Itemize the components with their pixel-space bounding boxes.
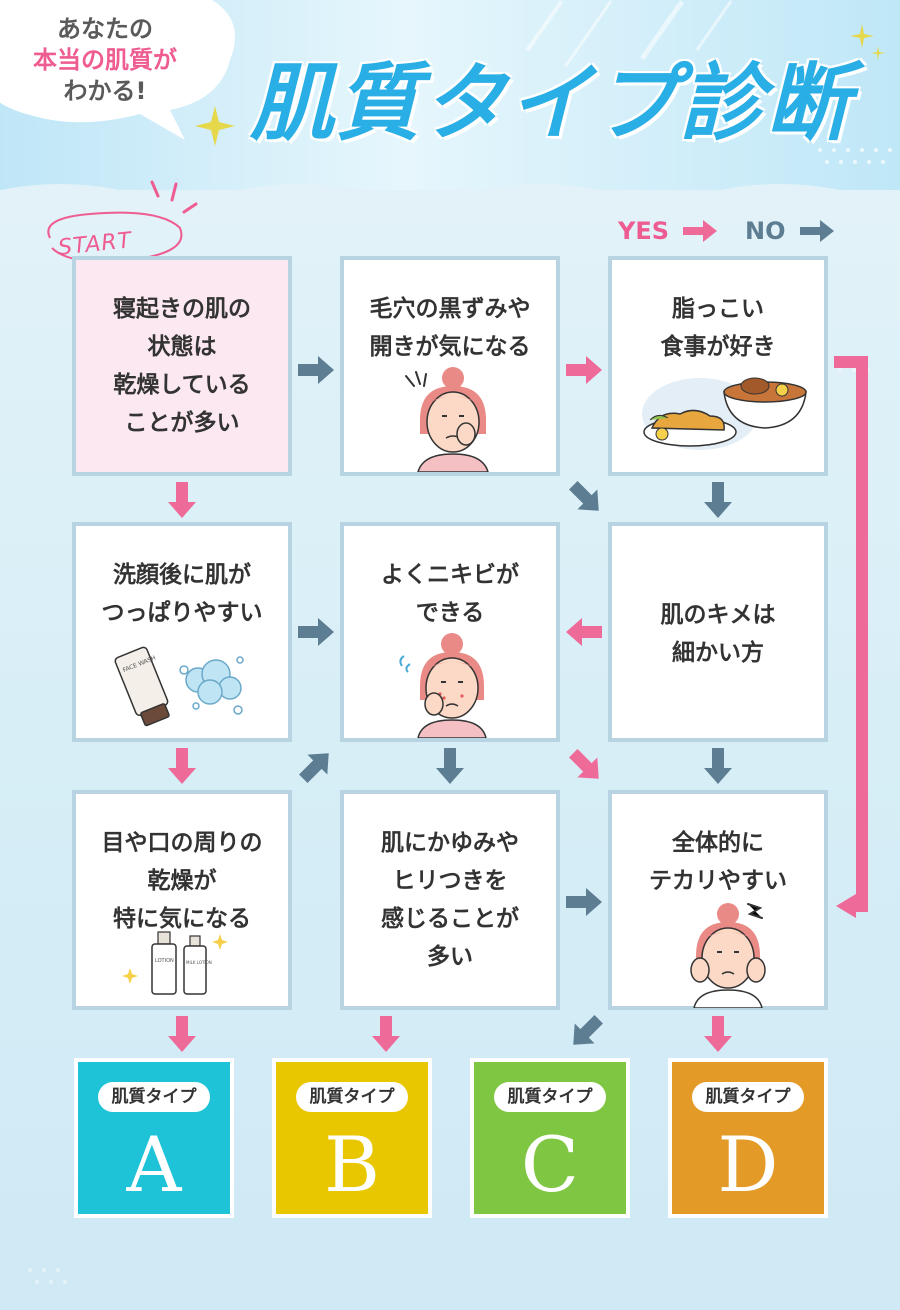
arrow-q1-to-q2 xyxy=(298,356,334,384)
bubble-line-2: 本当の肌質が xyxy=(33,46,177,74)
no-arrow-icon xyxy=(799,220,834,242)
arrow-q2-to-q3 xyxy=(566,356,602,384)
question-text-3: 脂っこい 食事が好き xyxy=(660,296,776,360)
arrow-q8-to-b xyxy=(372,1016,400,1052)
lotion-bottles-icon: LOTION MILK LOTION xyxy=(122,931,228,995)
bottle1-label: LOTION xyxy=(155,958,174,964)
question-text-2: 毛穴の黒ずみや 開きが気になる xyxy=(369,296,531,360)
arrow-q3-to-q6 xyxy=(704,482,732,518)
result-type-d: 肌質タイプ D xyxy=(668,1058,828,1218)
result-type-a: 肌質タイプ A xyxy=(74,1058,234,1218)
result-pill-c: 肌質タイプ xyxy=(494,1082,606,1112)
question-box-7: 目や口の周りの 乾燥が 特に気になる xyxy=(72,790,292,1010)
page-title: 肌質タイプ診断 xyxy=(250,54,853,152)
arrow-q3-to-q9-head xyxy=(836,894,856,918)
arrow-q7-to-a xyxy=(168,1016,196,1052)
greasy-food-icon xyxy=(642,377,807,450)
arrow-q4-to-q7 xyxy=(168,748,196,784)
result-letter-a: A xyxy=(126,1120,182,1209)
arrow-q9-to-c xyxy=(563,1009,609,1055)
question-box-6: 肌のキメは 細かい方 xyxy=(608,522,828,742)
result-pill-a: 肌質タイプ xyxy=(98,1082,210,1112)
arrow-q9-to-d xyxy=(704,1016,732,1052)
face-wash-icon: FACE WASH xyxy=(114,646,244,727)
legend-yes-label: YES xyxy=(618,217,670,245)
arrow-q4-to-q5 xyxy=(298,618,334,646)
bubble-line-3: わかる! xyxy=(63,77,147,105)
acne-woman-icon xyxy=(399,633,487,738)
worried-woman-icon xyxy=(405,367,489,472)
speech-bubble xyxy=(0,0,235,140)
question-box-8: 肌にかゆみや ヒリつきを 感じることが 多い xyxy=(340,790,560,1010)
sparkle-icon xyxy=(195,24,885,146)
arrow-q5-to-q8 xyxy=(436,748,464,784)
arrow-q8-to-q9 xyxy=(566,888,602,916)
result-letter-d: D xyxy=(717,1120,779,1209)
result-type-b: 肌質タイプ B xyxy=(272,1058,432,1218)
question-text-1: 寝起きの肌の 状態は 乾燥している ことが多い xyxy=(113,296,251,436)
arrow-q6-to-q9 xyxy=(704,748,732,784)
result-letter-b: B xyxy=(324,1120,380,1209)
arrow-q6-to-q5 xyxy=(566,618,602,646)
question-box-1: 寝起きの肌の 状態は 乾燥している ことが多い xyxy=(72,256,292,476)
question-text-7: 目や口の周りの 乾燥が 特に気になる xyxy=(101,830,263,932)
bottle2-label: MILK LOTION xyxy=(186,960,212,965)
arrow-q5-to-q9 xyxy=(563,743,609,789)
legend-yes: YES xyxy=(618,216,718,246)
arrow-q3-to-q9-line xyxy=(834,356,868,912)
question-text-4: 洗顔後に肌が つっぱりやすい xyxy=(101,562,263,626)
question-text-6: 肌のキメは 細かい方 xyxy=(660,602,776,666)
legend-no-label: NO xyxy=(745,217,786,245)
result-type-c: 肌質タイプ C xyxy=(470,1058,630,1218)
question-text-9: 全体的に テカリやすい xyxy=(649,830,787,894)
yes-arrow-icon xyxy=(683,220,718,242)
arrow-q7-to-q5 xyxy=(293,743,339,789)
bubble-text: あなたの 本当の肌質が わかる! xyxy=(20,14,190,107)
question-box-4: 洗顔後に肌が つっぱりやすい xyxy=(72,522,292,742)
legend-no: NO xyxy=(745,216,834,246)
arrow-q1-to-q4 xyxy=(168,482,196,518)
result-pill-b: 肌質タイプ xyxy=(296,1082,408,1112)
result-letter-c: C xyxy=(520,1120,580,1209)
question-text-8: 肌にかゆみや ヒリつきを 感じることが 多い xyxy=(381,830,519,970)
result-pill-d: 肌質タイプ xyxy=(692,1082,804,1112)
question-text-5: よくニキビが できる xyxy=(381,562,519,626)
arrow-q2-to-q6 xyxy=(563,475,609,521)
bubble-line-1: あなたの xyxy=(57,15,153,43)
oily-skin-woman-icon xyxy=(690,903,766,1008)
